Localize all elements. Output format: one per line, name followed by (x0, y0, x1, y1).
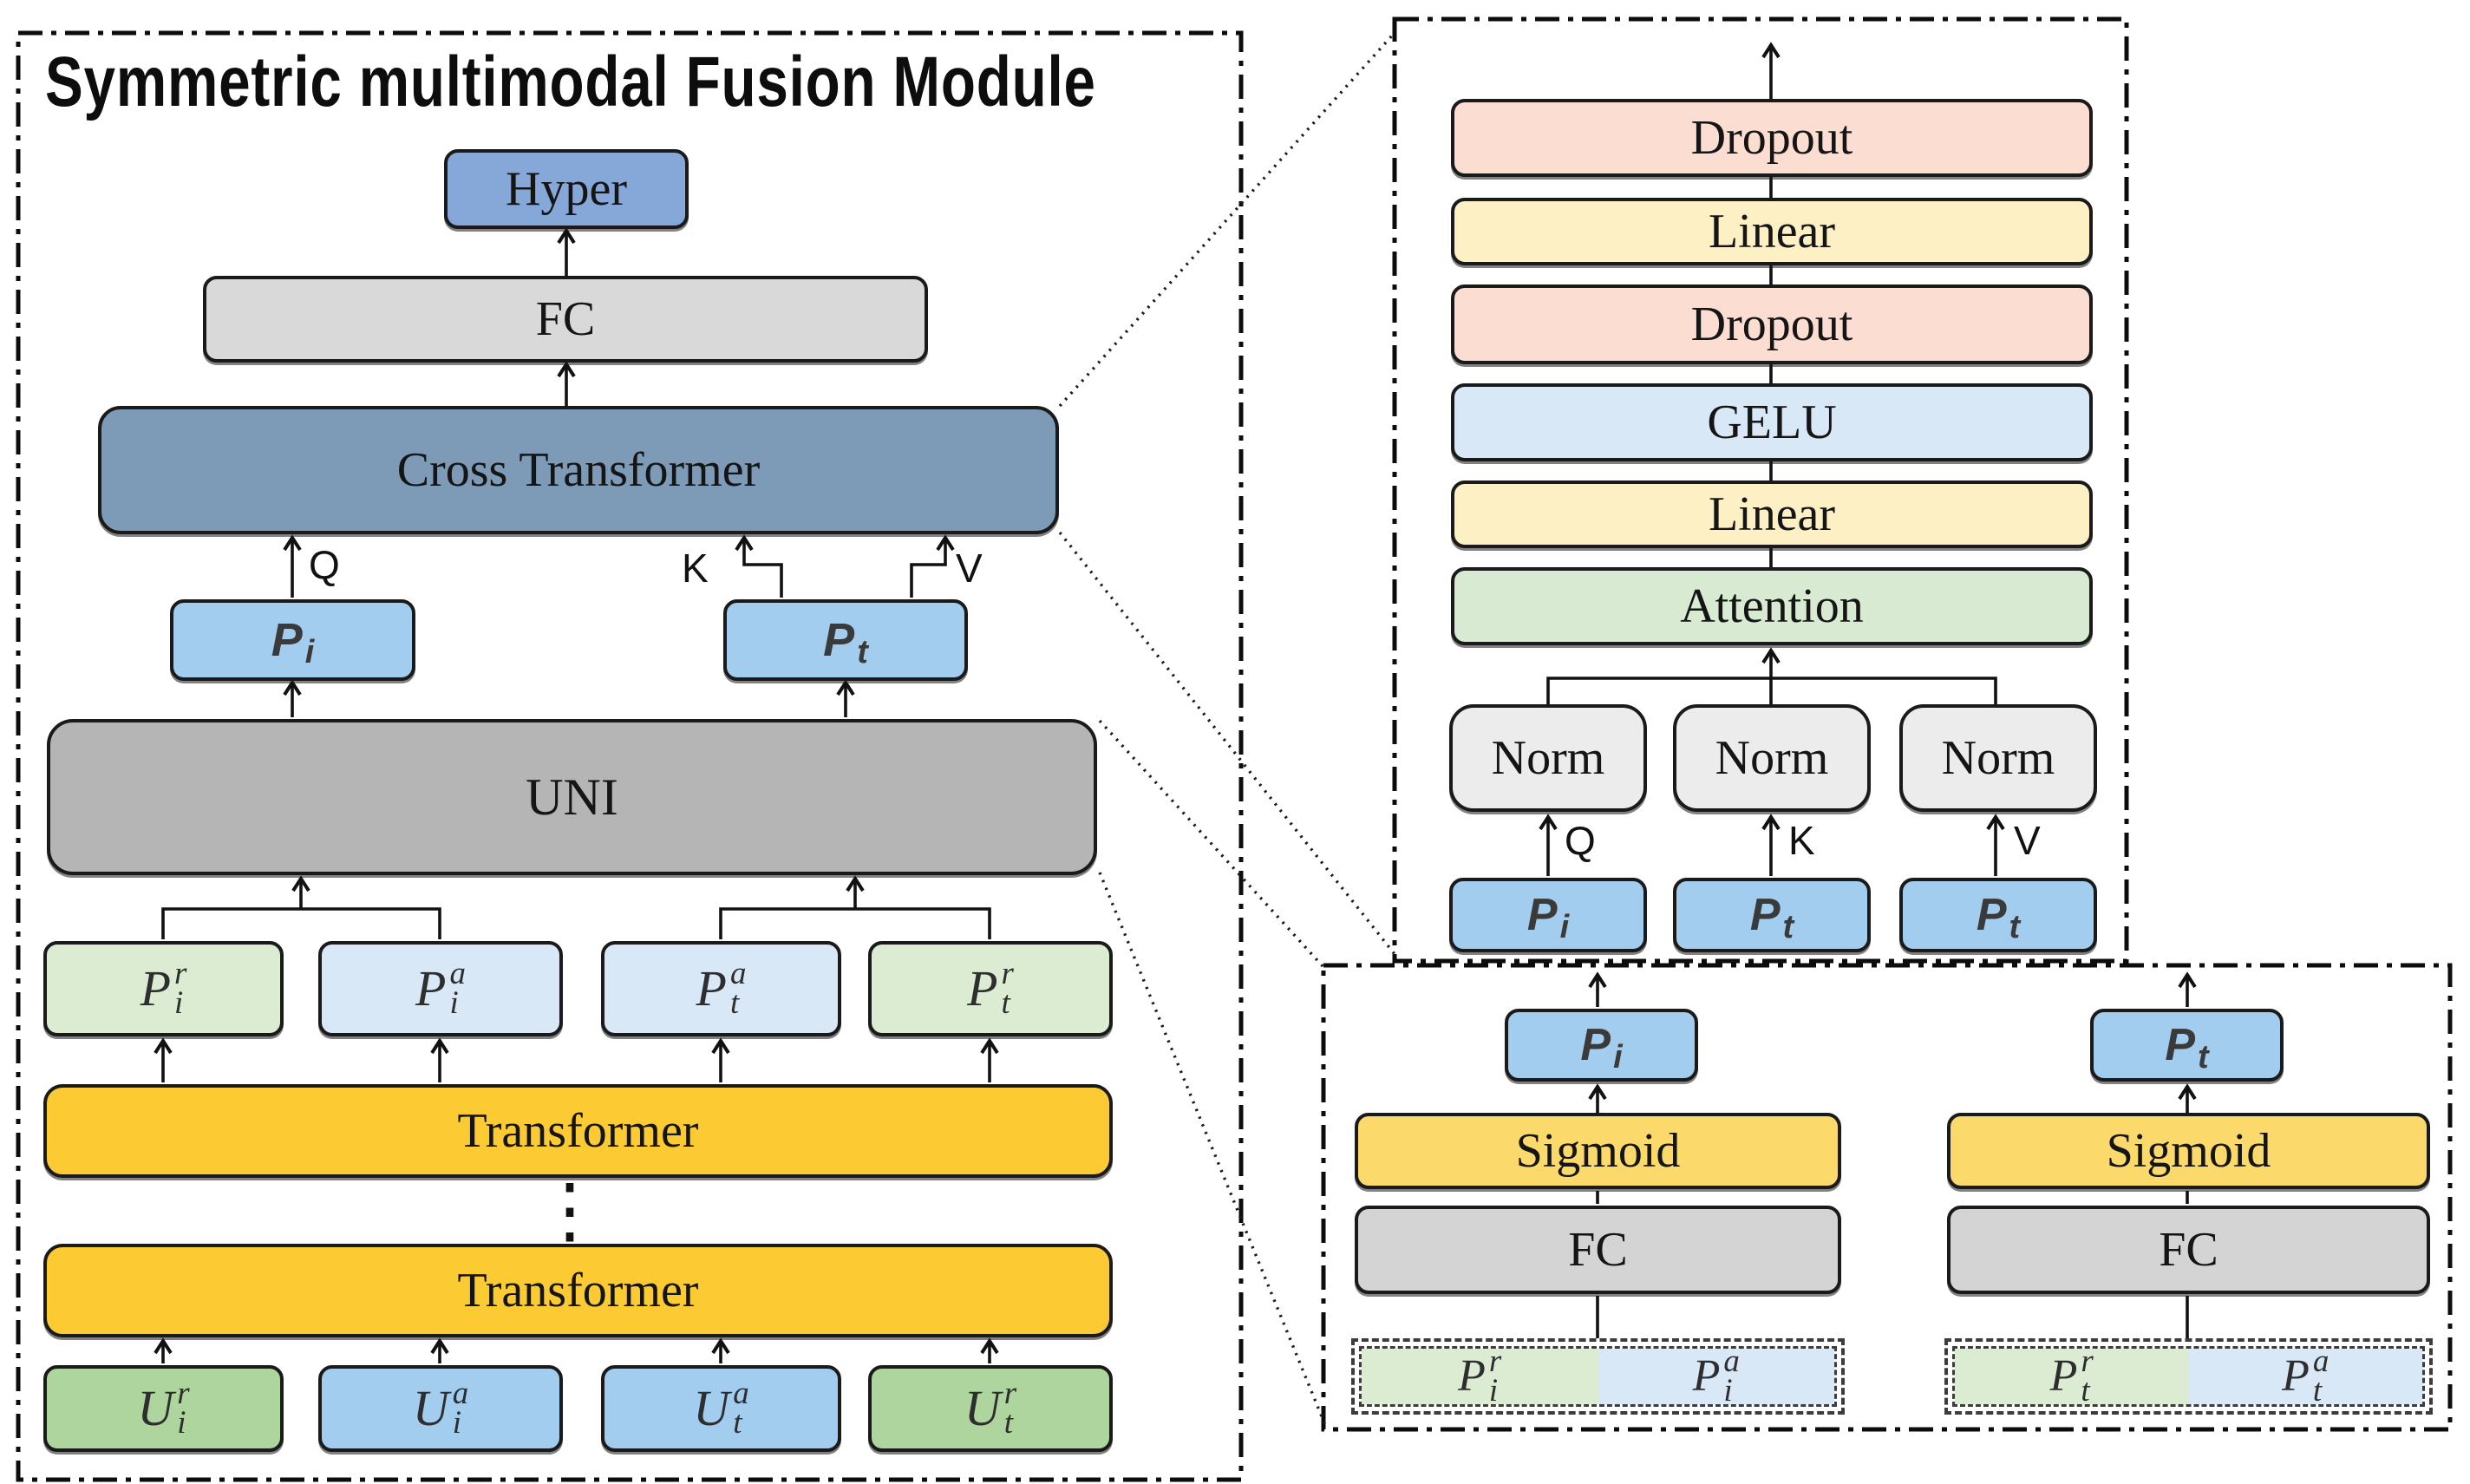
transformer-lower-label: Transformer (457, 1264, 699, 1317)
panel-borders (16, 16, 2453, 1482)
hyper-label: Hyper (506, 162, 627, 216)
page-title: Symmetric multimodal Fusion Module (45, 42, 1096, 121)
uni-box: UNI (47, 719, 1097, 875)
bottom-right-panel-arrows (1588, 971, 2197, 1338)
q-label-detail: Q (1565, 818, 1596, 863)
fc-text-box: FC (1947, 1206, 2430, 1294)
fc-box: FC (203, 276, 928, 363)
dropout-mid-label: Dropout (1690, 297, 1853, 351)
bottom-right-panel-border (1321, 963, 2453, 1432)
gelu-box: GELU (1451, 383, 2093, 461)
norm-k-label: Norm (1715, 731, 1829, 785)
linear-top-label: Linear (1708, 205, 1836, 258)
fc-label: FC (535, 292, 596, 346)
k-label: K (682, 546, 709, 591)
stack-ellipsis: ⋮ (533, 1170, 606, 1252)
linear-bottom-label: Linear (1708, 487, 1836, 541)
top-right-panel-arrows (1539, 42, 2005, 876)
v-label-detail: V (2014, 818, 2041, 863)
transformer-upper-box: Transformer (43, 1084, 1113, 1178)
sigmoid-text-box: Sigmoid (1947, 1113, 2430, 1189)
hyper-box: Hyper (444, 149, 689, 229)
dropout-top-box: Dropout (1451, 99, 2093, 177)
norm-q-label: Norm (1491, 731, 1605, 785)
left-panel-border (16, 30, 1244, 1482)
dropout-mid-box: Dropout (1451, 284, 2093, 364)
sigmoid-image-box: Sigmoid (1355, 1113, 1841, 1189)
attention-box: Attention (1451, 567, 2093, 645)
fc-text-label: FC (2159, 1223, 2218, 1277)
sigmoid-image-label: Sigmoid (1515, 1124, 1681, 1178)
linear-top-box: Linear (1451, 198, 2093, 265)
norm-v-box: Norm (1899, 704, 2097, 812)
fc-image-box: FC (1355, 1206, 1841, 1294)
q-label: Q (309, 542, 340, 587)
transformer-lower-box: Transformer (43, 1244, 1113, 1337)
norm-v-label: Norm (1941, 731, 2055, 785)
sigmoid-text-label: Sigmoid (2106, 1124, 2271, 1178)
norm-q-box: Norm (1449, 704, 1647, 812)
attention-label: Attention (1680, 579, 1864, 633)
norm-k-box: Norm (1673, 704, 1871, 812)
transformer-upper-label: Transformer (457, 1104, 699, 1158)
left-panel-arrows (154, 227, 999, 1363)
cross-transformer-label: Cross Transformer (396, 443, 761, 497)
top-right-panel-border (1392, 16, 2129, 964)
linear-bottom-box: Linear (1451, 481, 2093, 548)
fc-image-label: FC (1568, 1223, 1628, 1277)
zoom-link-lines (1058, 33, 1396, 1426)
dropout-top-label: Dropout (1690, 111, 1853, 165)
v-label: V (956, 546, 983, 591)
k-label-detail: K (1788, 818, 1815, 863)
cross-transformer-box: Cross Transformer (98, 406, 1059, 534)
uni-label: UNI (526, 768, 618, 826)
gelu-label: GELU (1707, 396, 1837, 449)
